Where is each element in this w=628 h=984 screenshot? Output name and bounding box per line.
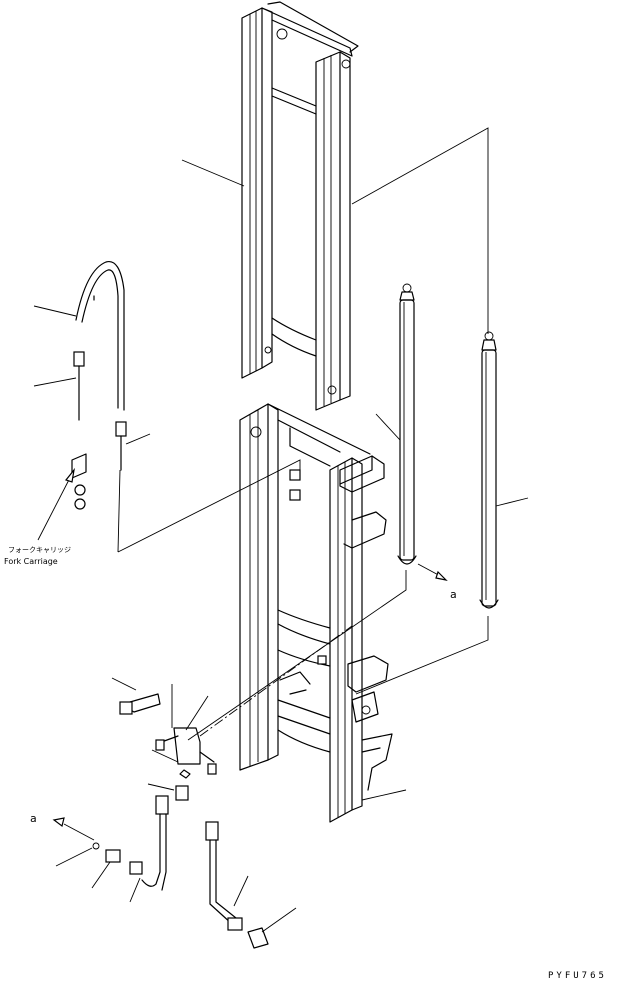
lift-cylinder-left bbox=[397, 283, 417, 565]
fork-carriage-label-en: Fork Carriage bbox=[4, 557, 58, 566]
leader-lines bbox=[33, 127, 529, 933]
ref-a-upper: a bbox=[450, 588, 457, 601]
fork-carriage-label-jp: フォークキャリッジ bbox=[8, 546, 71, 554]
inner-mast bbox=[241, 1, 359, 411]
hydraulic-hoses bbox=[92, 693, 269, 949]
ref-a-lower: a bbox=[30, 812, 37, 825]
lift-cylinder-right bbox=[479, 331, 499, 609]
drawing-code: PYFU765 bbox=[548, 971, 607, 981]
outer-mast bbox=[239, 403, 393, 823]
lift-chain bbox=[71, 260, 127, 510]
